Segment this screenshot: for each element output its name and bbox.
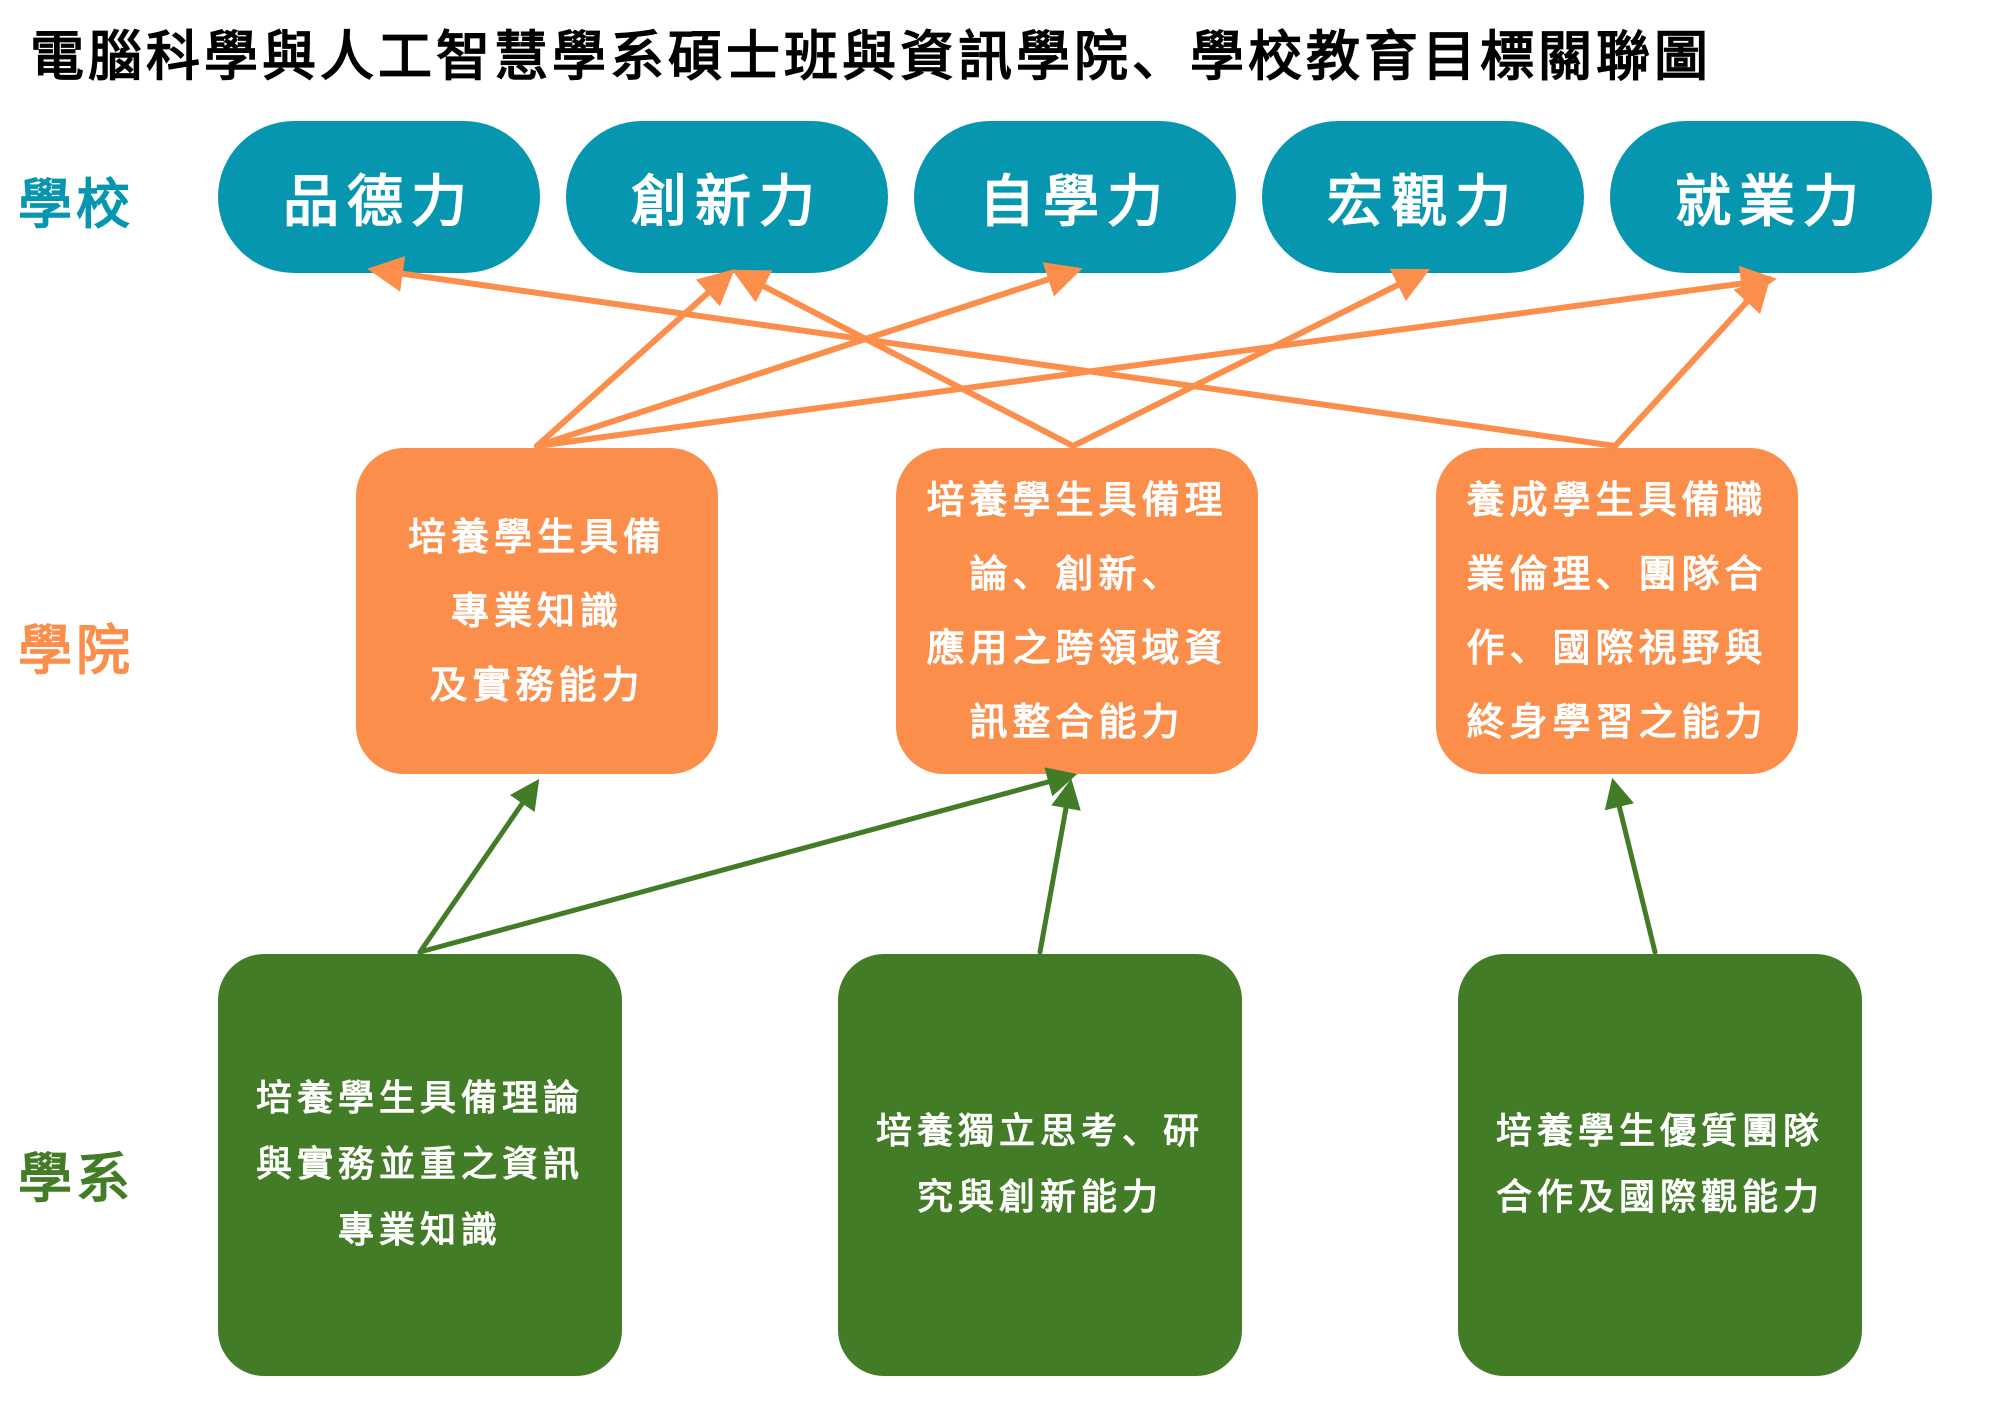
department-to-college-arrows (417, 767, 1658, 955)
college-goal-ethics-teamwork: 養成學生具備職 業倫理、團隊合 作、國際視野與 終身學習之能力 (1436, 448, 1798, 774)
department-goal-text: 培養學生具備理論 與實務並重之資訊 專業知識 (255, 1078, 584, 1251)
arrow-college3-to-character (367, 255, 1618, 449)
department-goal-teamwork-international: 培養學生優質團隊 合作及國際觀能力 (1458, 954, 1862, 1376)
department-goal-independent-thinking: 培養獨立思考、研 究與創新能力 (838, 954, 1242, 1376)
arrow-college1-to-innovation (534, 268, 735, 449)
arrow-college1-to-employability (534, 265, 1777, 449)
arrow-dept2-to-college2 (1037, 778, 1081, 955)
arrow-college1-to-self-learning (534, 262, 1083, 449)
school-goal-label: 品德力 (283, 169, 475, 235)
school-goal-character: 品德力 (218, 121, 540, 273)
college-goal-text: 培養學生具備 專業知識 及實務能力 (407, 515, 666, 707)
arrow-college2-to-global-vision (1070, 268, 1431, 449)
school-goal-employability: 就業力 (1610, 121, 1932, 273)
department-goal-theory-practice: 培養學生具備理論 與實務並重之資訊 專業知識 (218, 954, 622, 1376)
school-goal-label: 自學力 (979, 169, 1171, 235)
arrow-dept1-to-college2 (417, 767, 1078, 955)
row-label-school: 學校 (18, 173, 134, 236)
department-goal-text: 培養獨立思考、研 究與創新能力 (875, 1111, 1204, 1218)
department-goal-text: 培養學生優質團隊 合作及國際觀能力 (1495, 1111, 1824, 1218)
school-goal-self-learning: 自學力 (914, 121, 1236, 273)
college-goal-professional-knowledge: 培養學生具備 專業知識 及實務能力 (356, 448, 718, 774)
page-title: 電腦科學與人工智慧學系碩士班與資訊學院、學校教育目標關聯圖 (30, 25, 1712, 88)
college-to-school-arrows (367, 255, 1777, 449)
college-goal-text: 養成學生具備職 業倫理、團隊合 作、國際視野與 終身學習之能力 (1466, 478, 1768, 744)
row-label-department: 學系 (18, 1147, 134, 1210)
school-goal-global-vision: 宏觀力 (1262, 121, 1584, 273)
arrow-dept3-to-college3 (1604, 777, 1658, 955)
college-goal-cross-domain-integration: 培養學生具備理 論、創新、 應用之跨領域資 訊整合能力 (896, 448, 1258, 774)
school-goal-label: 宏觀力 (1327, 169, 1519, 235)
arrow-college2-to-innovation (732, 269, 1076, 449)
school-goal-label: 創新力 (631, 169, 823, 235)
arrow-college3-to-employability (1612, 275, 1772, 449)
school-goal-innovation: 創新力 (566, 121, 888, 273)
school-goal-label: 就業力 (1675, 169, 1867, 235)
arrow-dept1-to-college1 (417, 778, 540, 955)
row-label-college: 學院 (18, 619, 134, 682)
college-goal-text: 培養學生具備理 論、創新、 應用之跨領域資 訊整合能力 (926, 478, 1228, 744)
